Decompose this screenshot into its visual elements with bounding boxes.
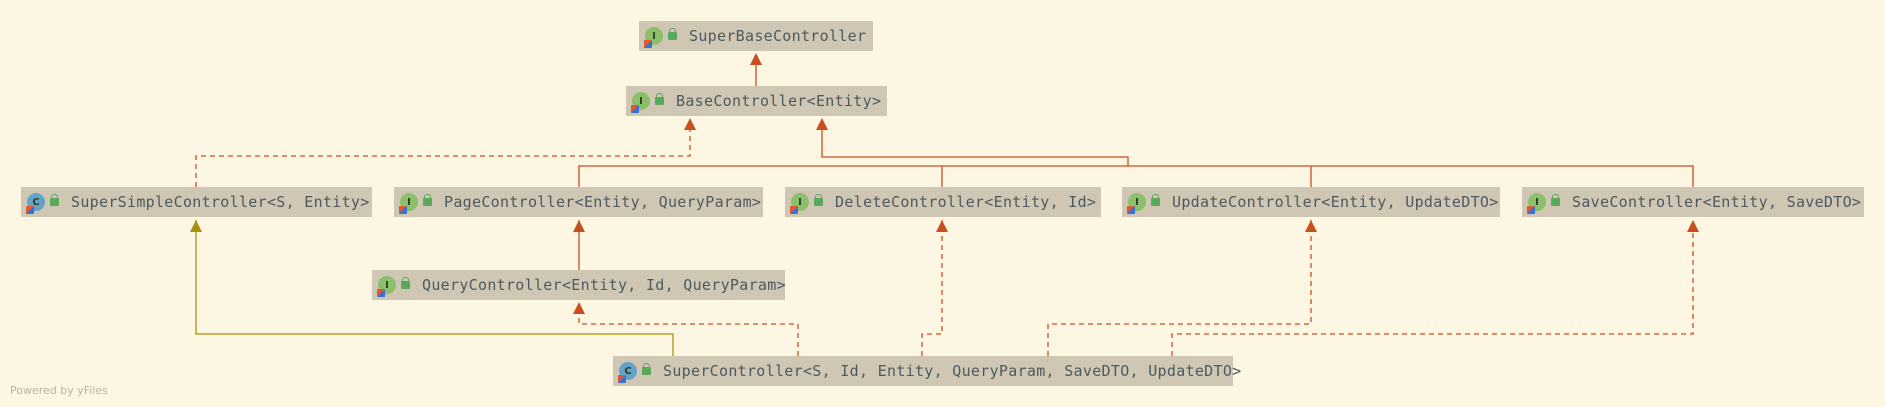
node-label: BaseController<Entity> [676, 92, 882, 110]
public-lock-icon [1151, 194, 1160, 206]
arrowhead [190, 220, 202, 232]
arrowhead [684, 118, 696, 130]
node-updatecontroller[interactable]: I UpdateController<Entity, UpdateDTO> [1122, 187, 1500, 217]
node-savecontroller[interactable]: I SaveController<Entity, SaveDTO> [1522, 187, 1864, 217]
interface-icon: I [790, 193, 809, 214]
node-label: UpdateController<Entity, UpdateDTO> [1172, 193, 1499, 211]
arrowhead [936, 220, 948, 232]
node-basecontroller[interactable]: I BaseController<Entity> [626, 86, 887, 116]
node-label: DeleteController<Entity, Id> [835, 193, 1097, 211]
node-supersimplecontroller[interactable]: C SuperSimpleController<S, Entity> [21, 187, 372, 217]
node-label: PageController<Entity, QueryParam> [444, 193, 762, 211]
arrowhead [816, 118, 828, 130]
public-lock-icon [401, 277, 410, 289]
edge-super-to-query [578, 304, 799, 356]
edge-super-to-save [1171, 220, 1694, 356]
arrowhead [1687, 220, 1699, 232]
node-label: SuperBaseController [689, 27, 867, 45]
node-querycontroller[interactable]: I QueryController<Entity, Id, QueryParam… [372, 270, 786, 300]
class-icon: C [618, 362, 637, 383]
node-pagecontroller[interactable]: I PageController<Entity, QueryParam> [394, 187, 763, 217]
edge-super-to-delete [921, 220, 943, 356]
public-lock-icon [423, 194, 432, 206]
arrowhead [1305, 220, 1317, 232]
class-icon: C [26, 193, 45, 214]
interface-icon: I [1127, 193, 1146, 214]
arrowhead [750, 53, 762, 65]
edge-save-to-base [1128, 165, 1694, 187]
interface-icon: I [377, 276, 396, 297]
public-lock-icon [668, 28, 677, 40]
arrowhead [573, 220, 585, 232]
node-label: SuperController<S, Id, Entity, QueryPara… [663, 362, 1242, 380]
node-deletecontroller[interactable]: I DeleteController<Entity, Id> [785, 187, 1101, 217]
interface-icon: I [399, 193, 418, 214]
node-superbasecontroller[interactable]: I SuperBaseController [639, 21, 873, 51]
public-lock-icon [655, 93, 664, 105]
arrowhead [573, 302, 585, 314]
edge-page-to-base [578, 120, 1129, 187]
edge-super-to-supersimple [195, 220, 674, 356]
powered-by-footer: Powered by yFiles [10, 384, 108, 397]
edge-super-to-update [1047, 220, 1312, 356]
node-label: SuperSimpleController<S, Entity> [71, 193, 370, 211]
public-lock-icon [50, 194, 59, 206]
public-lock-icon [814, 194, 823, 206]
interface-icon: I [1527, 193, 1546, 214]
edge-supersimple-to-base [195, 120, 691, 187]
node-label: SaveController<Entity, SaveDTO> [1572, 193, 1862, 211]
interface-icon: I [644, 27, 663, 48]
node-label: QueryController<Entity, Id, QueryParam> [422, 276, 786, 294]
public-lock-icon [1551, 194, 1560, 206]
node-supercontroller[interactable]: C SuperController<S, Id, Entity, QueryPa… [613, 356, 1241, 386]
interface-icon: I [631, 92, 650, 113]
public-lock-icon [642, 363, 651, 375]
